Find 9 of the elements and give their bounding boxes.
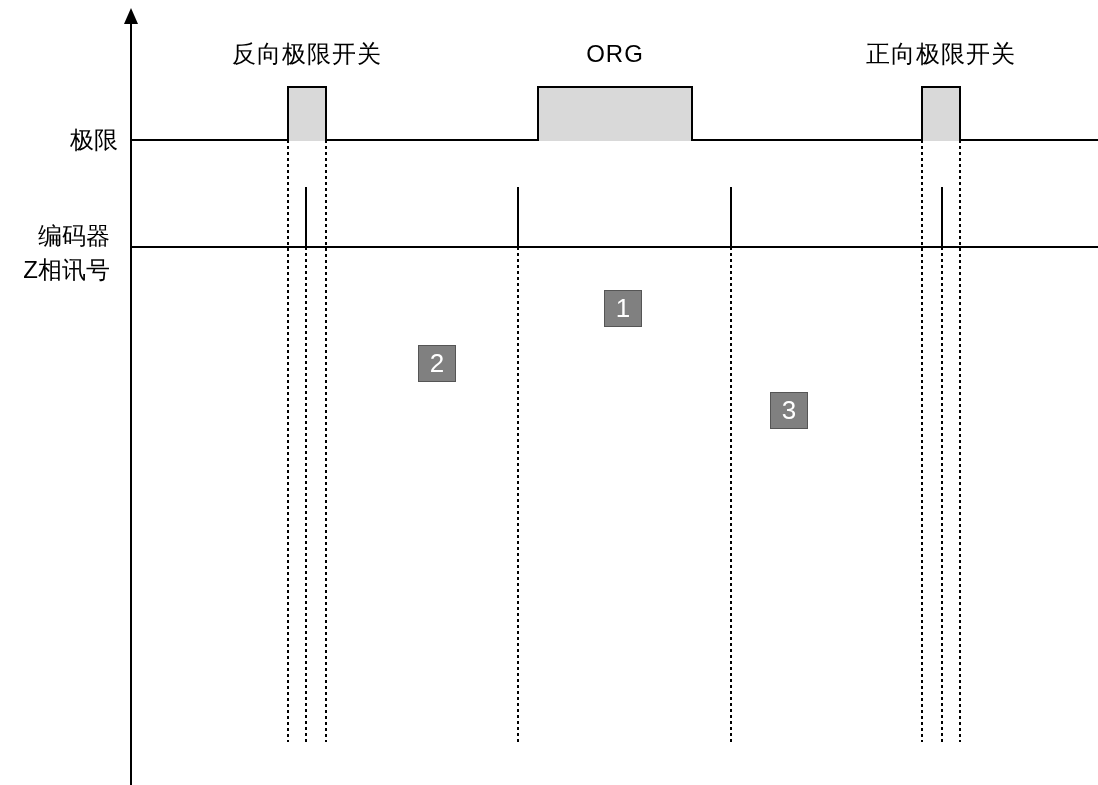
signal-label: 反向极限开关 [232, 40, 382, 68]
signal-name: Z相讯号 [22, 256, 110, 284]
signal-name: 编码器 [37, 222, 110, 250]
number-badge: 1 [604, 290, 642, 327]
number-badge: 2 [418, 345, 456, 382]
signal-label: ORG [586, 40, 644, 68]
signal-name: 极限 [69, 126, 118, 154]
signal-label: 正向极限开关 [866, 40, 1016, 68]
number-badge: 3 [770, 392, 808, 429]
